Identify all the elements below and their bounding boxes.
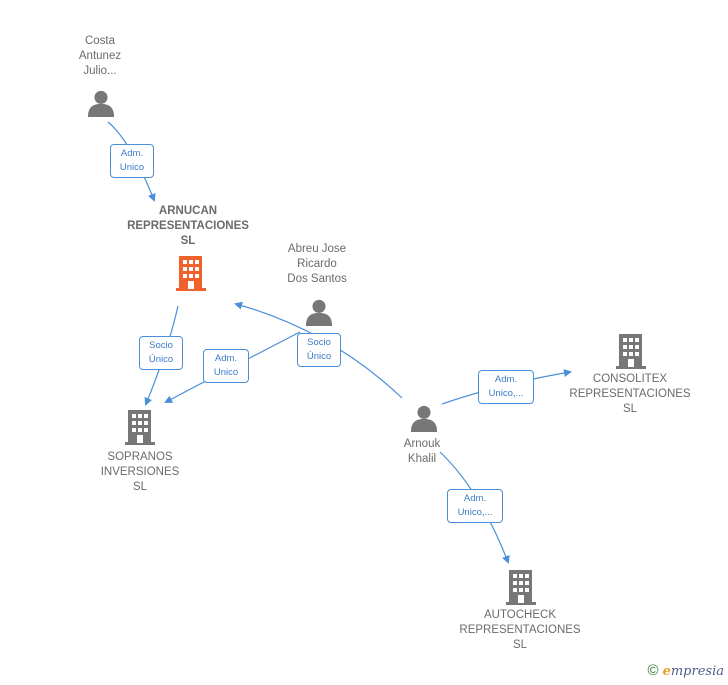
label-line: INVERSIONES	[100, 466, 180, 478]
label-line: CONSOLITEX	[592, 373, 668, 385]
brand-initial: e	[662, 664, 671, 679]
edge-label-costa-arnucan: Adm. Unico	[110, 144, 154, 178]
label-line: REPRESENTACIONES	[569, 388, 691, 400]
edge-label-line: Unico	[213, 367, 239, 378]
edge-label-abreu-arnouk: Socio Único	[297, 333, 341, 367]
label-line: Arnouk	[403, 438, 441, 450]
label-line: SL	[622, 403, 638, 415]
company-label-consolitex[interactable]: CONSOLITEX REPRESENTACIONES SL	[560, 372, 700, 417]
edge-label-abreu-sopranos: Adm. Unico	[203, 349, 249, 383]
label-line: Costa	[84, 35, 116, 47]
edge-label-line: Único	[306, 351, 332, 362]
label-line: Khalil	[407, 453, 437, 465]
edge-label-line: Socio	[149, 340, 173, 351]
person-label-abreu[interactable]: Abreu Jose Ricardo Dos Santos	[270, 242, 364, 287]
label-line: REPRESENTACIONES	[127, 220, 249, 232]
person-icon-abreu[interactable]	[305, 299, 333, 326]
edge-label-line: Unico	[119, 162, 145, 173]
edge-label-line: Adm.	[494, 374, 518, 385]
company-label-arnucan[interactable]: ARNUCAN REPRESENTACIONES SL	[110, 204, 266, 249]
label-line: Dos Santos	[287, 273, 347, 285]
person-label-arnouk[interactable]: Arnouk Khalil	[384, 437, 460, 467]
label-line: AUTOCHECK	[484, 609, 556, 621]
person-label-costa[interactable]: Costa Antunez Julio...	[60, 34, 140, 79]
label-line: SL	[180, 235, 196, 247]
edge-label-line: Socio	[307, 337, 331, 348]
edge-label-line: Adm.	[214, 353, 238, 364]
label-line: SOPRANOS	[107, 451, 173, 463]
edge-label-line: Unico,...	[488, 388, 524, 399]
label-line: Julio...	[83, 65, 117, 77]
brand-name: mpresia	[670, 664, 724, 679]
edge-label-line: Adm.	[120, 148, 144, 159]
company-label-autocheck[interactable]: AUTOCHECK REPRESENTACIONES SL	[448, 608, 592, 653]
edge-label-arnouk-autocheck: Adm. Unico,...	[447, 489, 503, 523]
edge-label-line: Unico,...	[457, 507, 493, 518]
company-label-sopranos[interactable]: SOPRANOS INVERSIONES SL	[88, 450, 192, 495]
person-icon-arnouk[interactable]	[410, 405, 438, 432]
brand-watermark: ©empresia	[648, 662, 724, 679]
edge-label-arnouk-consolitex: Adm. Unico,...	[478, 370, 534, 404]
label-line: Antunez	[78, 50, 122, 62]
label-line: ARNUCAN	[158, 205, 218, 217]
building-icon-sopranos[interactable]	[125, 410, 155, 445]
label-line: SL	[512, 639, 528, 651]
edge-label-line: Único	[148, 354, 174, 365]
edge-label-line: Adm.	[463, 493, 487, 504]
building-icon-autocheck[interactable]	[506, 570, 536, 605]
copyright-icon: ©	[647, 662, 659, 679]
person-icon-costa[interactable]	[87, 90, 115, 117]
building-icon-consolitex[interactable]	[616, 334, 646, 369]
label-line: SL	[132, 481, 148, 493]
label-line: REPRESENTACIONES	[459, 624, 581, 636]
building-icon-arnucan[interactable]	[176, 256, 206, 291]
label-line: Abreu Jose	[287, 243, 347, 255]
label-line: Ricardo	[297, 258, 337, 270]
edge-label-arnucan-sopranos: Socio Único	[139, 336, 183, 370]
